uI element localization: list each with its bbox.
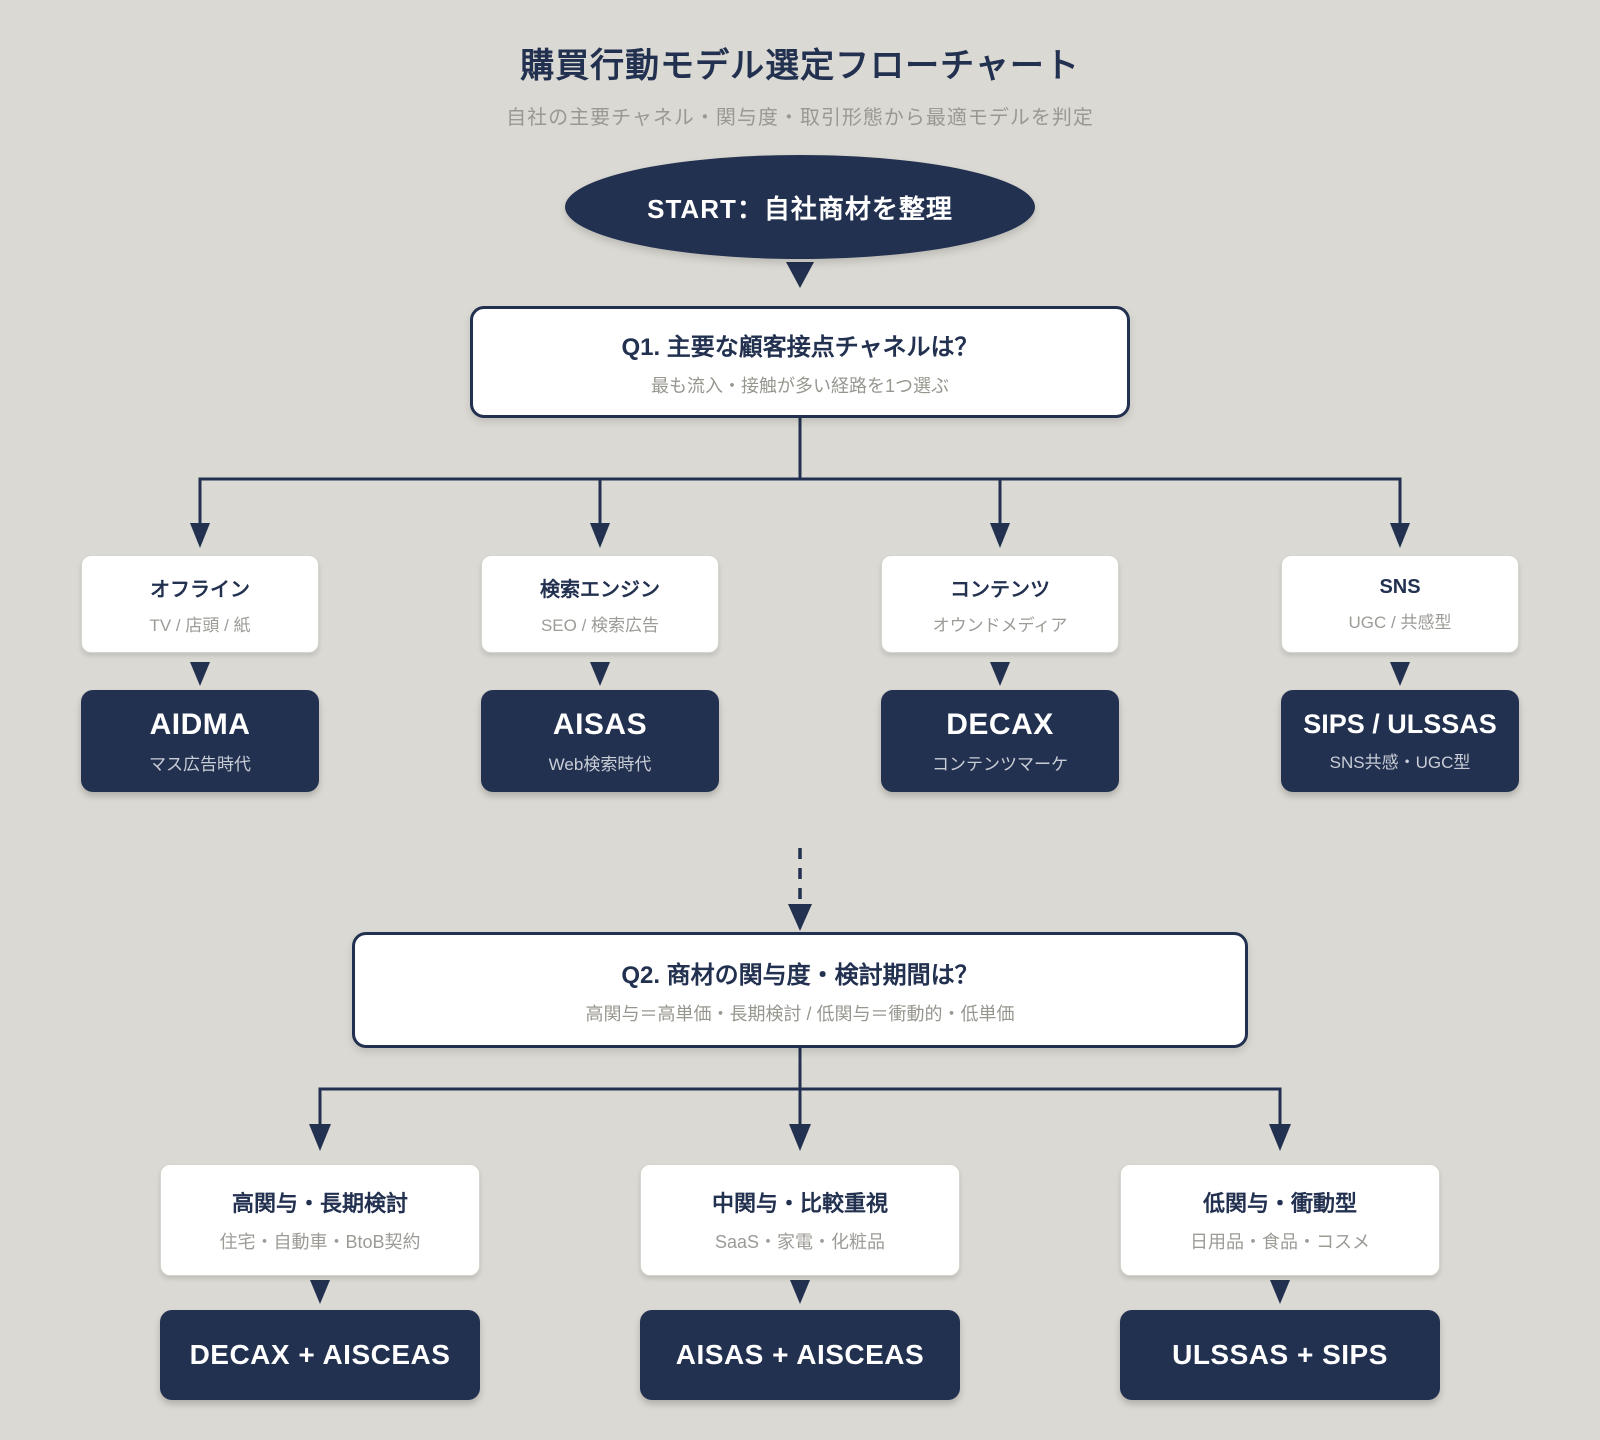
channel-node-search: 検索エンジン SEO / 検索広告 — [481, 555, 719, 653]
model-name: SIPS / ULSSAS — [1303, 709, 1497, 739]
q1-node: Q1. 主要な顧客接点チャネルは？ 最も流入・接触が多い経路を1つ選ぶ — [470, 306, 1130, 418]
q2-subtitle: 高関与＝高単価・長期検討 / 低関与＝衝動的・低単価 — [585, 1003, 1015, 1024]
combo-label: DECAX + AISCEAS — [189, 1339, 451, 1370]
model-node-aisas: AISAS Web検索時代 — [481, 690, 719, 792]
involvement-node-mid: 中関与・比較重視 SaaS・家電・化粧品 — [640, 1164, 960, 1276]
involvement-subtitle: 住宅・自動車・BtoB契約 — [219, 1232, 421, 1252]
q1-branch-arrowhead-icons — [190, 523, 1410, 548]
combo-label: ULSSAS + SIPS — [1172, 1339, 1388, 1370]
q1-subtitle: 最も流入・接触が多い経路を1つ選ぶ — [650, 375, 949, 396]
channel-title: 検索エンジン — [540, 578, 660, 601]
combo-label: AISAS + AISCEAS — [675, 1339, 925, 1370]
model-name: DECAX — [946, 707, 1054, 741]
model-node-aidma: AIDMA マス広告時代 — [81, 690, 319, 792]
involvement-node-high: 高関与・長期検討 住宅・自動車・BtoB契約 — [160, 1164, 480, 1276]
page-title: 購買行動モデル選定フローチャート — [520, 47, 1080, 85]
involvement-subtitle: SaaS・家電・化粧品 — [714, 1232, 886, 1252]
page-subtitle: 自社の主要チャネル・関与度・取引形態から最適モデルを判定 — [506, 107, 1094, 129]
involvement-title: 中関与・比較重視 — [711, 1191, 888, 1216]
channel-node-content: コンテンツ オウンドメディア — [881, 555, 1119, 653]
model-name: AISAS — [552, 707, 648, 741]
channel-title: SNS — [1379, 575, 1421, 598]
q1-title: Q1. 主要な顧客接点チャネルは？ — [621, 333, 979, 361]
channel-node-sns: SNS UGC / 共感型 — [1281, 555, 1519, 653]
model-subtitle: コンテンツマーケ — [932, 754, 1068, 774]
channel-node-offline: オフライン TV / 店頭 / 紙 — [81, 555, 319, 653]
channel-to-model-arrow-icons — [190, 662, 1410, 686]
start-node: START：自社商材を整理 — [565, 155, 1035, 259]
combo-node-aisas-aisceas: AISAS + AISCEAS — [640, 1310, 960, 1400]
involvement-node-low: 低関与・衝動型 日用品・食品・コスメ — [1120, 1164, 1440, 1276]
model-subtitle: SNS共感・UGC型 — [1329, 753, 1471, 772]
model-subtitle: マス広告時代 — [149, 754, 251, 774]
start-arrow-down-icon — [786, 262, 814, 288]
model-name: AIDMA — [149, 707, 251, 741]
start-label: START：自社商材を整理 — [647, 193, 953, 224]
channel-subtitle: SEO / 検索広告 — [540, 615, 660, 635]
model-node-sips-ulssas: SIPS / ULSSAS SNS共感・UGC型 — [1281, 690, 1519, 792]
q2-node: Q2. 商材の関与度・検討期間は？ 高関与＝高単価・長期検討 / 低関与＝衝動的… — [352, 932, 1248, 1048]
q1-branch-connectors — [198, 417, 1402, 527]
involvement-subtitle: 日用品・食品・コスメ — [1190, 1232, 1370, 1252]
q2-branch-arrowhead-icons — [309, 1124, 1291, 1151]
q2-branch-connectors — [318, 1048, 1282, 1127]
combo-node-decax-aisceas: DECAX + AISCEAS — [160, 1310, 480, 1400]
channel-subtitle: TV / 店頭 / 紙 — [149, 615, 251, 635]
q2-title: Q2. 商材の関与度・検討期間は？ — [621, 961, 979, 989]
involvement-title: 高関与・長期検討 — [231, 1191, 408, 1216]
channel-subtitle: オウンドメディア — [932, 615, 1068, 635]
combo-node-ulssas-sips: ULSSAS + SIPS — [1120, 1310, 1440, 1400]
involvement-title: 低関与・衝動型 — [1202, 1191, 1357, 1216]
model-subtitle: Web検索時代 — [548, 754, 652, 774]
involvement-to-combo-arrow-icons — [310, 1280, 1290, 1304]
model-node-decax: DECAX コンテンツマーケ — [881, 690, 1119, 792]
channel-title: オフライン — [150, 578, 250, 601]
channel-subtitle: UGC / 共感型 — [1348, 612, 1452, 632]
channel-title: コンテンツ — [950, 578, 1050, 601]
dashed-arrow-icon — [788, 848, 812, 931]
